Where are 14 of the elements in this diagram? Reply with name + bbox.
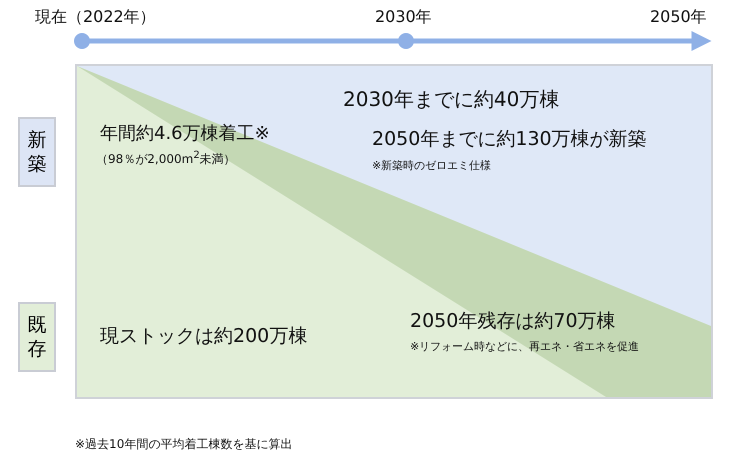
footnote-text: ※過去10年間の平均着工棟数を基に算出 <box>75 436 292 453</box>
area-heading: 2030年までに約40万棟 <box>343 86 560 113</box>
note-text: （98％が2,000m$^{2}$未満） <box>96 150 236 168</box>
note-text: ※リフォーム時などに、再エネ・省エネを促進 <box>410 339 640 354</box>
timeline-label: 現在（2022年） <box>35 7 156 28</box>
note-text: ※新築時のゼロエミ仕様 <box>372 158 492 173</box>
category-tag: 新築 <box>18 117 56 187</box>
timeline-label: 2030年 <box>375 7 432 28</box>
area-heading: 2050年までに約130万棟が新築 <box>372 127 647 152</box>
area-heading: 年間約4.6万棟着工※ <box>100 122 270 145</box>
area-heading: 2050年残存は約70万棟 <box>410 309 616 334</box>
area-heading: 現ストックは約200万棟 <box>100 324 308 349</box>
category-tag: 既存 <box>18 302 56 372</box>
timeline-label: 2050年 <box>650 7 707 28</box>
